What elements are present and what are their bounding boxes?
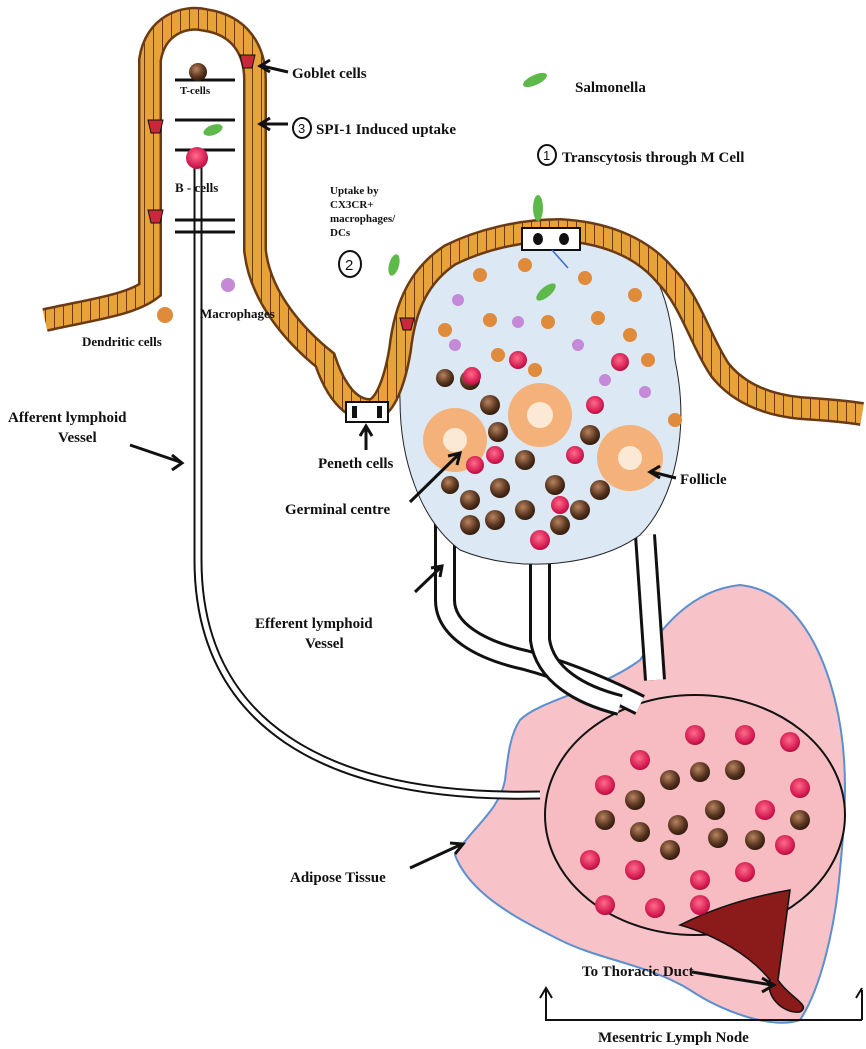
uptake-label-line4: DCs [330, 227, 351, 239]
transcytosis-label: Transcytosis through M Cell [562, 150, 744, 166]
uptake-label-line3: macrophages/ [330, 213, 396, 225]
efferent-vessel-label-line2: Vessel [305, 636, 344, 652]
mesentric-lymph-node-label: Mesentric Lymph Node [598, 1030, 749, 1046]
thoracic-duct-label: To Thoracic Duct [582, 964, 694, 980]
uptake-label-line1: Uptake by [330, 185, 379, 197]
t-cells-label: T-cells [180, 85, 211, 97]
follicle-label: Follicle [680, 472, 727, 488]
step-1-number: 1 [543, 148, 550, 163]
step-2-number: 2 [345, 257, 353, 274]
step-3-number: 3 [298, 121, 305, 136]
adipose-tissue-label: Adipose Tissue [290, 870, 386, 886]
paneth-cells [346, 402, 388, 422]
uptake-label-line2: CX3CR+ [330, 199, 374, 211]
spi1-uptake-label: SPI-1 Induced uptake [316, 122, 456, 138]
b-cells-label: B - cells [175, 180, 218, 195]
peneth-cells-label: Peneth cells [318, 456, 394, 472]
germinal-centre-label: Germinal centre [285, 502, 390, 518]
goblet-cells-label: Goblet cells [292, 66, 367, 82]
afferent-vessel-label-line1: Afferent lymphoid [8, 410, 127, 426]
afferent-vessel-label-line2: Vessel [58, 430, 97, 446]
macrophages-label: Macrophages [200, 306, 275, 321]
salmonella-label: Salmonella [575, 80, 646, 96]
efferent-vessel-label-line1: Efferent lymphoid [255, 616, 373, 632]
dendritic-cells-label: Dendritic cells [82, 334, 162, 349]
